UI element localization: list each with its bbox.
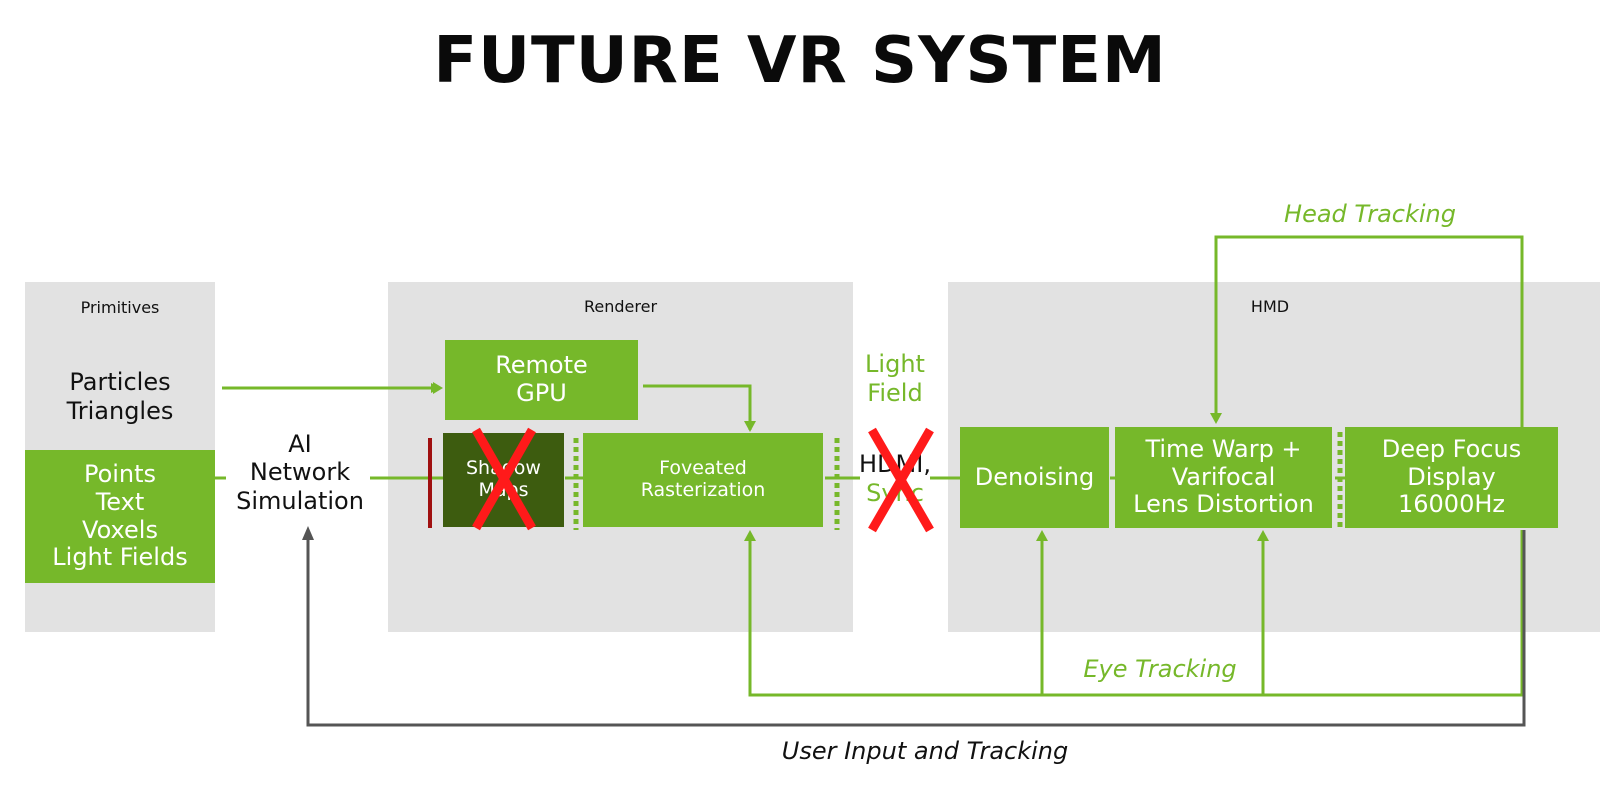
text-voxels: Voxels: [82, 515, 158, 544]
text-light: Light: [865, 350, 925, 378]
text-refresh-rate: 16000Hz: [1398, 490, 1505, 519]
arrowhead-gpu: [433, 382, 443, 394]
text-particles: Particles: [69, 368, 171, 396]
arrowhead-foveated-bottom: [744, 530, 756, 541]
arrowhead-timewarp-bottom: [1257, 530, 1269, 541]
cross-out-shadow-maps-icon: [472, 427, 536, 531]
eye-tracking-label: Eye Tracking: [1083, 655, 1237, 683]
text-field: Field: [867, 378, 923, 407]
arrow-gpu-to-foveated: [643, 384, 752, 430]
text-denoising: Denoising: [974, 462, 1095, 491]
cross-out-hdmi-icon: [868, 427, 934, 533]
text-display: Display: [1407, 462, 1496, 491]
text-rasterization: Rasterization: [640, 479, 766, 501]
renderer-label: Renderer: [583, 297, 658, 316]
text-remote: Remote: [495, 351, 588, 380]
text-varifocal: Varifocal: [1171, 462, 1276, 491]
user-input-label: User Input and Tracking: [781, 737, 1069, 765]
disabled-bar: [428, 438, 432, 528]
text-ai: AI: [288, 430, 312, 458]
text-foveated: Foveated: [659, 457, 747, 480]
arrowhead-denoising-bottom: [1036, 530, 1048, 541]
eye-tracking-loop: [748, 530, 1524, 697]
text-text: Text: [95, 487, 145, 516]
light-field-label: Light Field: [850, 350, 940, 408]
text-shadow: Shadow: [466, 457, 541, 480]
remote-gpu-box: Remote GPU: [445, 340, 638, 420]
text-triangles: Triangles: [66, 396, 174, 425]
arrowhead-timewarp-top: [1210, 413, 1222, 424]
text-network: Network: [249, 458, 351, 487]
head-tracking-loop: [1214, 235, 1524, 428]
text-time-warp: Time Warp +: [1145, 435, 1302, 464]
text-lens-distortion: Lens Distortion: [1133, 490, 1314, 519]
text-gpu: GPU: [516, 379, 567, 407]
page-title: FUTURE VR SYSTEM: [433, 24, 1167, 98]
denoising-box: Denoising: [960, 427, 1109, 528]
primitives-top-text: Particles Triangles: [25, 368, 215, 426]
primitives-label: Primitives: [80, 298, 160, 317]
hmd-label: HMD: [1250, 297, 1290, 316]
arrowhead-foveated-top: [744, 421, 756, 432]
user-input-loop: [306, 530, 1526, 727]
arrowhead-ai-bottom: [302, 526, 314, 540]
primitives-green-box: Points Text Voxels Light Fields: [25, 450, 215, 583]
text-simulation: Simulation: [236, 486, 364, 515]
text-deep-focus: Deep Focus: [1381, 435, 1522, 464]
foveated-rasterization-box: Foveated Rasterization: [583, 433, 823, 527]
deep-focus-display-box: Deep Focus Display 16000Hz: [1345, 427, 1558, 528]
ai-network-simulation: AI Network Simulation: [226, 430, 374, 515]
text-light-fields: Light Fields: [52, 543, 188, 572]
head-tracking-label: Head Tracking: [1284, 200, 1456, 228]
time-warp-box: Time Warp + Varifocal Lens Distortion: [1115, 427, 1332, 528]
text-points: Points: [83, 460, 157, 489]
